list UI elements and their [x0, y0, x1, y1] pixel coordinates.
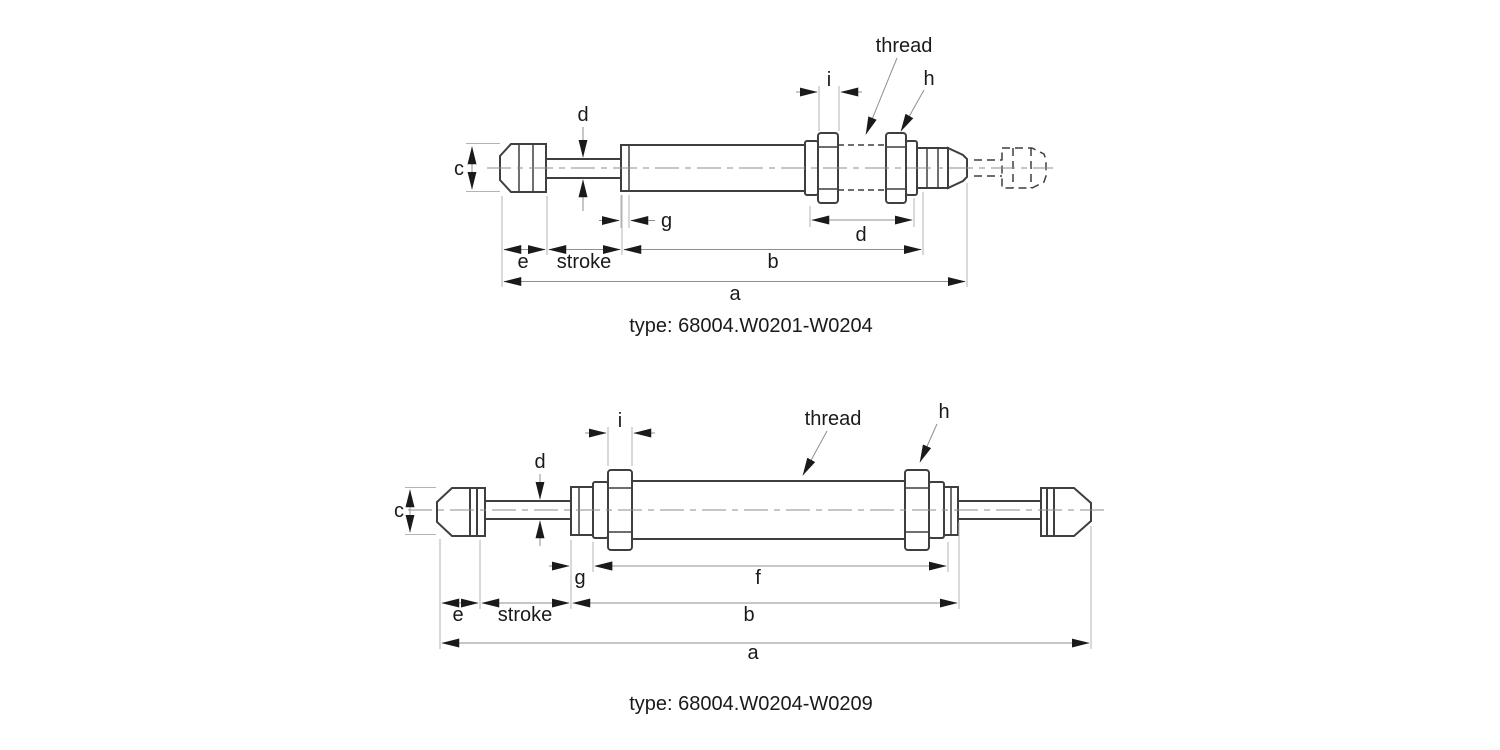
- bottom-label-e: e: [452, 604, 463, 626]
- bottom-label-g: g: [574, 567, 585, 589]
- top-label-d-thread: d: [855, 224, 866, 246]
- top-label-h: h: [923, 68, 934, 90]
- top-type-caption: type: 68004.W0201-W0204: [629, 315, 873, 337]
- bottom-label-b: b: [743, 604, 754, 626]
- bottom-label-i: i: [618, 410, 622, 432]
- bottom-label-h: h: [938, 401, 949, 423]
- bottom-view: i d c thread h g f e stroke b a type: 68…: [394, 401, 1105, 715]
- top-dimension-lines: [467, 57, 966, 286]
- bottom-label-a: a: [747, 642, 759, 664]
- top-extension-lines: [466, 86, 968, 287]
- top-thread-leader-line: [865, 57, 898, 135]
- bottom-label-thread: thread: [805, 408, 862, 430]
- bottom-extension-lines: [405, 427, 1092, 649]
- top-label-e: e: [517, 251, 528, 273]
- bottom-label-f: f: [755, 567, 761, 589]
- bottom-label-stroke: stroke: [498, 604, 552, 626]
- top-view: c d i thread h g d e stroke b a type: 68…: [454, 35, 1053, 337]
- top-label-thread: thread: [876, 35, 933, 57]
- bottom-part-outline: [408, 469, 1105, 551]
- top-label-a: a: [729, 283, 741, 305]
- bottom-left-cap: [436, 487, 486, 537]
- top-label-d-rod: d: [577, 104, 588, 126]
- bottom-right-cap: [1040, 487, 1092, 537]
- top-part-outline: [487, 132, 1053, 204]
- top-label-stroke: stroke: [557, 251, 611, 273]
- top-labels: c d i thread h g d e stroke b a type: 68…: [454, 35, 935, 337]
- bottom-h-leader-line: [919, 423, 938, 463]
- top-label-g: g: [661, 210, 672, 232]
- top-label-b: b: [767, 251, 778, 273]
- top-label-i: i: [827, 69, 831, 91]
- top-h-leader-line: [900, 89, 925, 132]
- bottom-label-d-rod: d: [534, 451, 545, 473]
- bottom-labels: i d c thread h g f e stroke b a type: 68…: [394, 401, 950, 715]
- top-label-c: c: [454, 158, 464, 180]
- bottom-thread-leader-line: [802, 430, 828, 476]
- bottom-dimension-lines: [405, 423, 1090, 648]
- bottom-type-caption: type: 68004.W0204-W0209: [629, 693, 873, 715]
- bottom-label-c: c: [394, 500, 404, 522]
